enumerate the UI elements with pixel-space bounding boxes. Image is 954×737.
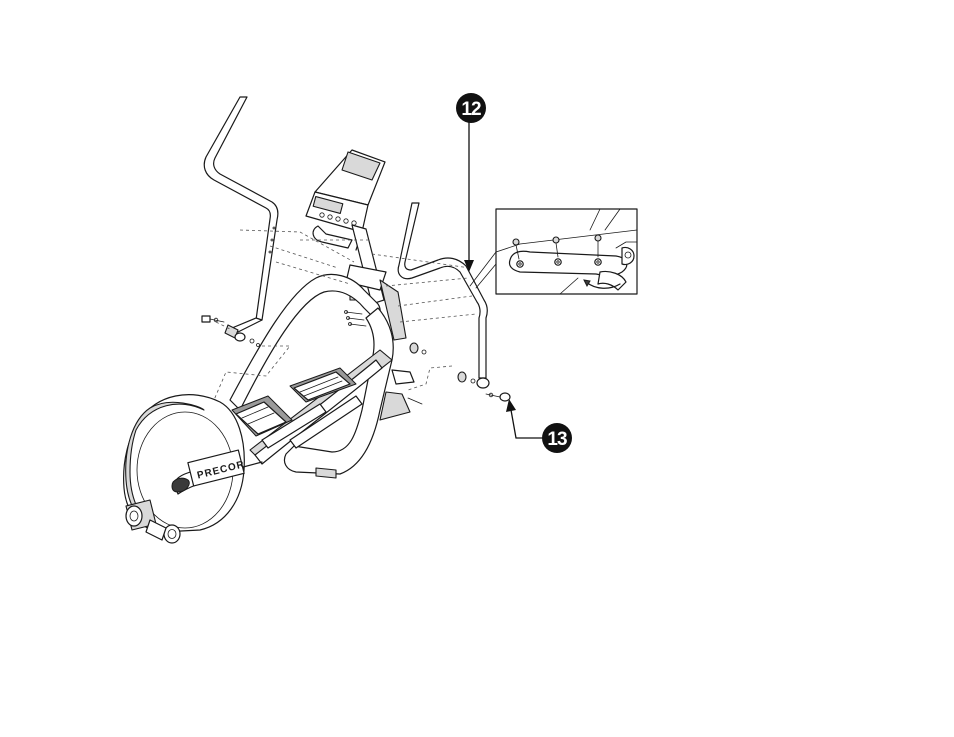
right-handlebar	[398, 203, 489, 388]
left-handlebar	[204, 97, 278, 341]
callout-12-label: 12	[461, 99, 481, 120]
detail-inset	[496, 209, 637, 294]
callout-13: 13	[506, 399, 572, 453]
right-pivot-hardware	[408, 343, 510, 404]
callout-12: 12	[456, 93, 486, 272]
callout-13-leader	[511, 410, 544, 438]
callout-13-label: 13	[547, 429, 567, 450]
